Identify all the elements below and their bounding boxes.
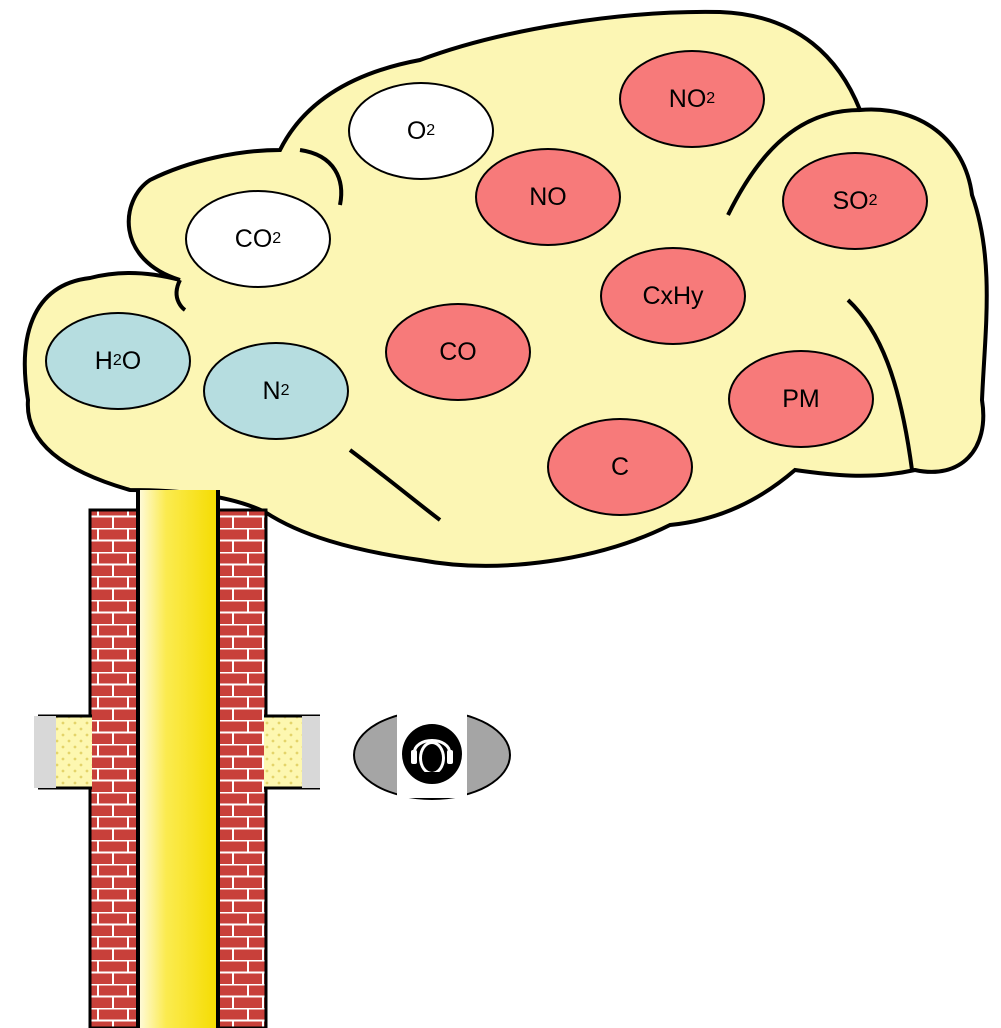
smoke-cloud	[25, 12, 987, 566]
ear-protection-sign	[353, 710, 511, 800]
formula-text: NO	[669, 85, 707, 114]
formula-text: CO	[439, 338, 477, 367]
formula-text: PM	[782, 385, 820, 414]
formula-text: H	[95, 347, 113, 376]
bubble-pm: PM	[728, 350, 874, 448]
ear-protection-icon	[397, 710, 467, 798]
bubble-co: CO	[385, 303, 531, 401]
sign-badge	[397, 710, 467, 798]
formula-text: SO	[832, 187, 868, 216]
bubble-cxhy: CxHy	[600, 247, 746, 345]
formula-text: CO	[235, 225, 273, 254]
chimney-flue	[138, 490, 218, 1028]
bubble-c: C	[547, 418, 693, 516]
formula-text: NO	[529, 183, 567, 212]
formula-text: N	[263, 377, 281, 406]
formula-text: O	[407, 117, 426, 146]
bubble-no: NO	[475, 148, 621, 246]
formula-text: CxHy	[642, 282, 703, 311]
formula-text: C	[611, 453, 629, 482]
formula-text: O	[122, 347, 141, 376]
